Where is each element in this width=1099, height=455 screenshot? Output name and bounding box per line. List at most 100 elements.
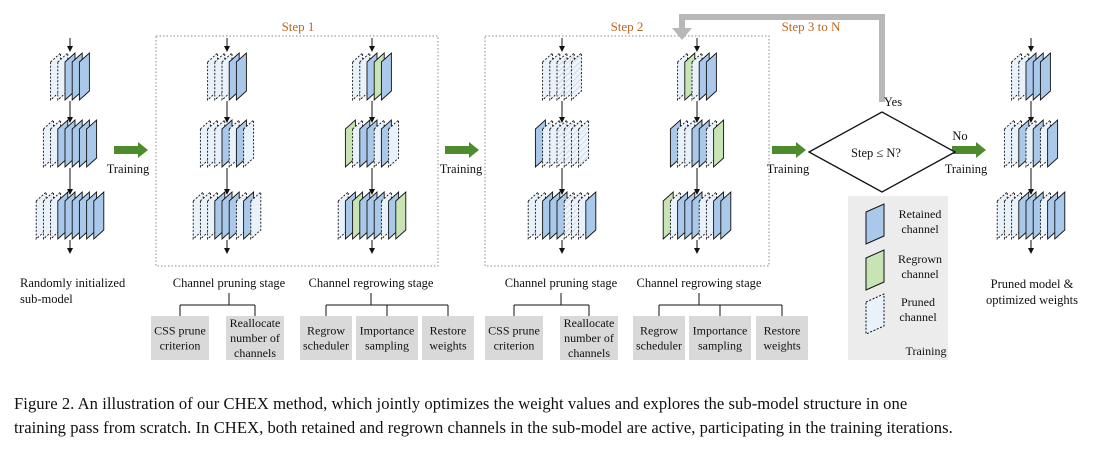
stack-col5-layer3 bbox=[662, 190, 732, 241]
stack-col5-layer1-channel bbox=[705, 51, 717, 102]
figure-caption: Figure 2. An illustration of our CHEX me… bbox=[14, 392, 1089, 440]
restore-weights-box-2-text: Restore bbox=[764, 324, 801, 338]
stack-col2-layer3 bbox=[192, 190, 262, 241]
stack-col2-layer2-channel bbox=[243, 118, 255, 169]
stack-col3-layer3 bbox=[337, 190, 407, 241]
stack-col5-layer2-channel bbox=[713, 118, 725, 169]
stack-col6-layer1-channel bbox=[1039, 51, 1051, 102]
regrow-scheduler-box-2-bg bbox=[633, 316, 685, 360]
legend-pruned-1: Pruned bbox=[901, 295, 935, 309]
reallocate-box-1-text: Reallocate bbox=[230, 316, 281, 330]
training-arrow-4 bbox=[952, 142, 986, 158]
importance-sampling-box-2-text: sampling bbox=[698, 339, 742, 353]
stack-col6-layer1 bbox=[1011, 51, 1051, 102]
legend-glyphs bbox=[865, 203, 885, 335]
step1-label: Step 1 bbox=[282, 19, 315, 34]
caption-line-2: training pass from scratch. In CHEX, bot… bbox=[14, 418, 953, 437]
regrow-scheduler-box-2-text: Regrow bbox=[640, 324, 678, 338]
stack-col6-layer3 bbox=[996, 190, 1066, 241]
training-arrow-2 bbox=[445, 142, 479, 158]
reallocate-box-1-bg bbox=[226, 316, 284, 360]
stack-col2-layer3-channel bbox=[250, 190, 262, 241]
restore-weights-box-2-text: weights bbox=[763, 339, 801, 353]
stack-col1-layer1-channel bbox=[78, 51, 90, 102]
caption-line-1: Figure 2. An illustration of our CHEX me… bbox=[14, 394, 908, 413]
legend-retained-glyph bbox=[865, 203, 885, 245]
legend-regrown-1: Regrown bbox=[898, 252, 942, 266]
stack-col3-layer2 bbox=[344, 118, 400, 169]
layer-stacks bbox=[35, 38, 1066, 254]
step1-frame bbox=[155, 35, 439, 267]
legend-regrown-2: channel bbox=[901, 267, 939, 281]
importance-sampling-box-2-text: Importance bbox=[693, 324, 748, 338]
loop-arrow bbox=[679, 14, 885, 102]
final-model-label-1: Pruned model & bbox=[991, 277, 1074, 291]
css-prune-box-1-text: criterion bbox=[160, 339, 201, 353]
css-prune-box-2-text: CSS prune bbox=[488, 324, 540, 338]
step2-label: Step 2 bbox=[611, 19, 644, 34]
stack-col4-layer1-channel bbox=[570, 51, 582, 102]
initial-model-label-2: sub-model bbox=[20, 292, 73, 306]
legend-regrown-glyph bbox=[865, 249, 885, 291]
decision-text: Step ≤ N? bbox=[851, 146, 901, 160]
reallocate-box-2-text: channels bbox=[568, 346, 610, 360]
reallocate-box-2-text: Reallocate bbox=[564, 316, 615, 330]
final-model-label-2: optimized weights bbox=[986, 293, 1078, 307]
reallocate-box-2-text: number of bbox=[564, 331, 614, 345]
importance-sampling-box-1-text: Importance bbox=[360, 324, 415, 338]
training-arrow-1 bbox=[114, 142, 148, 158]
restore-weights-box-1-text: Restore bbox=[430, 324, 467, 338]
stack-col6-layer2 bbox=[1003, 118, 1059, 169]
training-label-1: Training bbox=[107, 162, 150, 176]
training-label-2: Training bbox=[440, 162, 483, 176]
legend-pruned-2: channel bbox=[899, 310, 937, 324]
no-label: No bbox=[952, 129, 967, 143]
decision-diamond bbox=[807, 111, 957, 193]
regrow-scheduler-box-1-text: scheduler bbox=[303, 339, 349, 353]
restore-weights-box-2-bg bbox=[756, 316, 808, 360]
reallocate-box-1-text: channels bbox=[234, 346, 276, 360]
restore-weights-box-1-bg bbox=[422, 316, 474, 360]
stack-col3-layer1-channel bbox=[380, 51, 392, 102]
legend-training: Training bbox=[906, 344, 947, 358]
stack-col2-layer1-channel bbox=[235, 51, 247, 102]
pruning-stage-label-2: Channel pruning stage bbox=[505, 276, 618, 290]
stack-col4-layer1 bbox=[542, 51, 582, 102]
importance-sampling-box-1-bg bbox=[356, 316, 418, 360]
stack-col1-layer1 bbox=[50, 51, 90, 102]
stack-col6-layer2-channel bbox=[1047, 118, 1059, 169]
stack-col2-layer2 bbox=[199, 118, 255, 169]
yes-label: Yes bbox=[884, 95, 902, 109]
stack-col1-layer3 bbox=[35, 190, 105, 241]
importance-sampling-box-2-bg bbox=[689, 316, 751, 360]
stack-col5-layer1 bbox=[677, 51, 717, 102]
regrowing-stage-label-2: Channel regrowing stage bbox=[637, 276, 762, 290]
stack-col5-layer2 bbox=[669, 118, 725, 169]
legend-retained-2: channel bbox=[901, 222, 939, 236]
stack-col4-layer3 bbox=[527, 190, 597, 241]
stack-col4-layer2 bbox=[534, 118, 590, 169]
stack-col1-layer3-channel bbox=[93, 190, 105, 241]
regrow-scheduler-box-1-bg bbox=[300, 316, 352, 360]
stack-col1-layer2-channel bbox=[86, 118, 98, 169]
legend-retained-1: Retained bbox=[899, 207, 942, 221]
training-arrow-3 bbox=[772, 142, 806, 158]
legend-pruned-glyph bbox=[865, 293, 885, 335]
stack-col3-layer2-channel bbox=[388, 118, 400, 169]
initial-model-label-1: Randomly initialized bbox=[20, 276, 126, 290]
reallocate-box-2-bg bbox=[560, 316, 618, 360]
step3-label: Step 3 to N bbox=[782, 19, 841, 34]
stack-col1-layer2 bbox=[42, 118, 98, 169]
css-prune-box-2-text: criterion bbox=[494, 339, 535, 353]
stack-col3-layer1 bbox=[352, 51, 392, 102]
stack-col3-layer3-channel bbox=[395, 190, 407, 241]
stack-col6-layer3-channel bbox=[1054, 190, 1066, 241]
